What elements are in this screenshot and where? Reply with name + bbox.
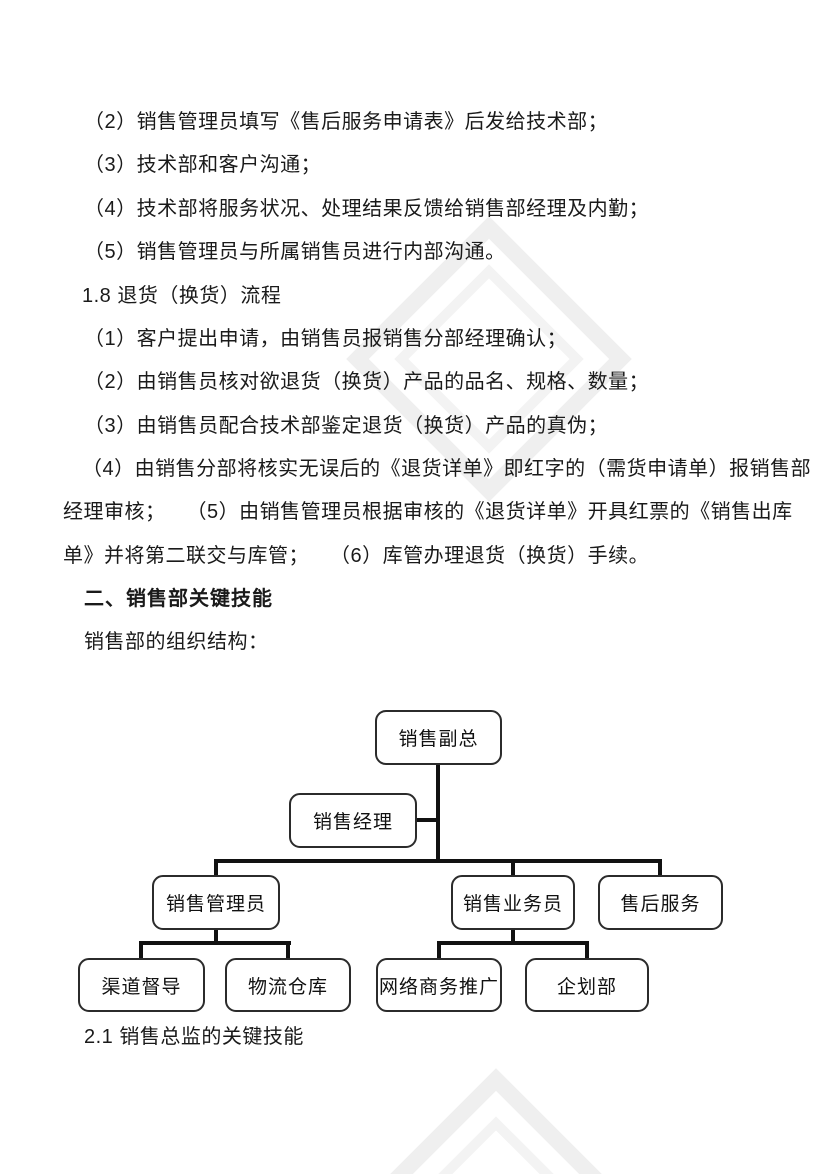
list-item: （1）客户提出申请，由销售员报销售分部经理确认； <box>84 328 568 350</box>
paragraph-line: 单》并将第二联交与库管； （6）库管办理退货（换货）手续。 <box>63 545 650 567</box>
org-node-sales-rep: 销售业务员 <box>451 875 575 930</box>
subsection-heading: 1.8 退货（换货）流程 <box>82 285 282 307</box>
org-connector-admin-children <box>139 941 291 945</box>
org-connector-drop-rep <box>511 861 515 875</box>
org-connector-manager-stub <box>415 818 438 822</box>
section-heading: 二、销售部关键技能 <box>84 588 273 610</box>
watermark-inner <box>408 1116 584 1174</box>
list-item: （4）技术部将服务状况、处理结果反馈给销售部经理及内勤； <box>84 198 650 220</box>
org-node-logistics-warehouse: 物流仓库 <box>225 958 351 1012</box>
list-item: （2）销售管理员填写《售后服务申请表》后发给技术部； <box>84 111 609 133</box>
org-connector-drop-admin <box>214 861 218 875</box>
org-connector-drop-online <box>437 943 441 958</box>
org-connector-drop-planning <box>585 943 589 958</box>
org-connector-rep-down <box>511 930 515 943</box>
org-node-channel-supervision: 渠道督导 <box>78 958 205 1012</box>
org-connector-main-horizontal <box>214 859 662 863</box>
paragraph-line: 经理审核； （5）由销售管理员根据审核的《退货详单》开具红票的《销售出库 <box>63 501 793 523</box>
paragraph-line: （4）由销售分部将核实无误后的《退货详单》即红字的（需货申请单）报销售部 <box>82 458 812 480</box>
org-node-planning-dept: 企划部 <box>525 958 649 1012</box>
watermark-diamond-bottom <box>360 1068 632 1174</box>
org-connector-drop-logistics <box>286 943 290 958</box>
org-connector-trunk <box>436 765 440 863</box>
subsection-heading: 2.1 销售总监的关键技能 <box>84 1026 304 1048</box>
org-connector-drop-channel <box>139 943 143 958</box>
list-item: （2）由销售员核对欲退货（换货）产品的品名、规格、数量； <box>84 371 650 393</box>
org-node-sales-admin: 销售管理员 <box>152 875 280 930</box>
org-node-sales-manager: 销售经理 <box>289 793 417 848</box>
org-node-after-sales: 售后服务 <box>598 875 723 930</box>
intro-line: 销售部的组织结构： <box>84 631 269 653</box>
org-node-sales-vp: 销售副总 <box>375 710 502 765</box>
list-item: （3）由销售员配合技术部鉴定退货（换货）产品的真伪； <box>84 415 609 437</box>
list-item: （3）技术部和客户沟通； <box>84 154 322 176</box>
org-connector-rep-children <box>437 941 589 945</box>
org-connector-drop-after-sales <box>658 861 662 875</box>
org-connector-admin-down <box>214 930 218 943</box>
list-item: （5）销售管理员与所属销售员进行内部沟通。 <box>84 241 506 263</box>
org-node-online-promotion: 网络商务推广 <box>376 958 502 1012</box>
